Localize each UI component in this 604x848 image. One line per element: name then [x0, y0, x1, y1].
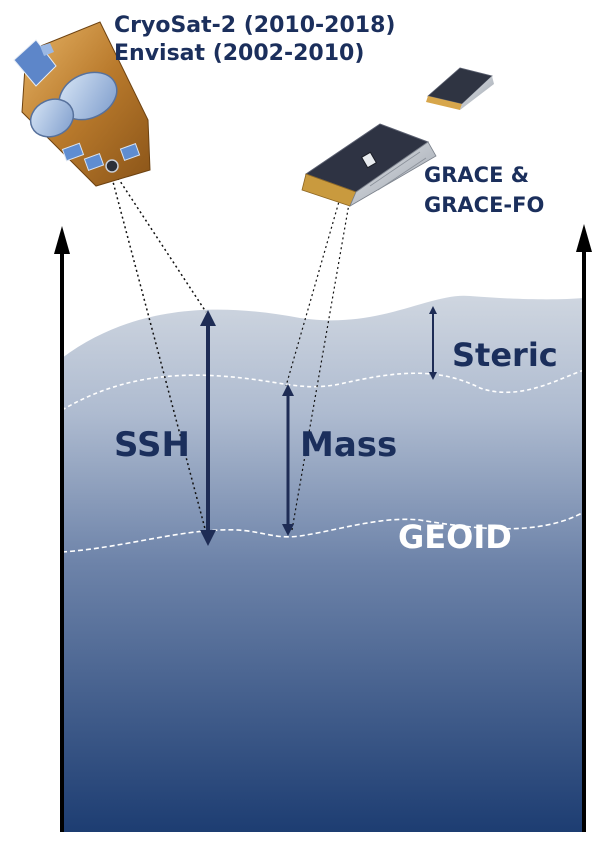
- altimetry-mission-caption-line2: Envisat (2002-2010): [114, 41, 364, 66]
- mass-label: Mass: [300, 425, 397, 465]
- geoid-label: GEOID: [398, 518, 512, 556]
- grace-follower-satellite-icon: [426, 67, 494, 110]
- gravity-mission-caption-line1: GRACE &: [424, 163, 529, 187]
- gravity-mission-caption-line2: GRACE-FO: [424, 193, 544, 217]
- steric-boundary-line: [61, 369, 585, 411]
- steric-label: Steric: [452, 336, 558, 374]
- grace-satellite-icon: [301, 123, 437, 207]
- right-axis-arrowhead: [576, 224, 592, 252]
- altimetry-mission-caption-line1: CryoSat-2 (2010-2018): [114, 13, 395, 38]
- altimetry-satellite-icon: [13, 21, 151, 187]
- gravity-beams: [285, 197, 351, 531]
- altimetry-beams: [111, 177, 209, 541]
- left-axis-arrowhead: [54, 226, 70, 254]
- ssh-label: SSH: [114, 425, 190, 465]
- geoid-line: [61, 511, 585, 553]
- ocean-body: [62, 295, 584, 832]
